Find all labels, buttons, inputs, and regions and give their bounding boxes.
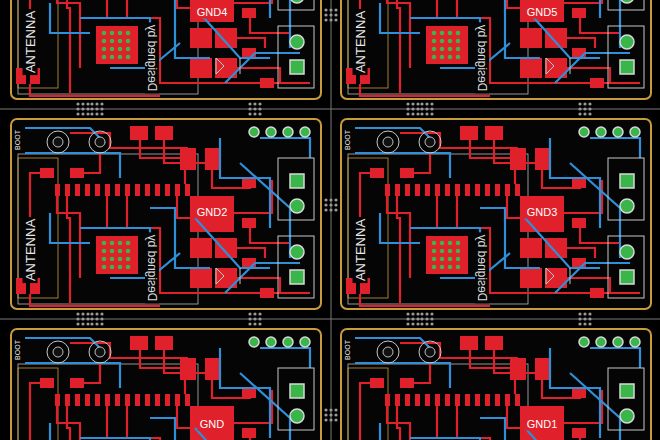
mirrored-silkscreen: Designed by — [145, 23, 159, 94]
antenna-label: ANTENNA — [353, 9, 368, 75]
pad-label: GND2 — [195, 206, 230, 219]
button-label: BOOT — [343, 338, 352, 362]
antenna-label: ANTENNA — [353, 217, 368, 283]
pad-label: GND — [198, 418, 226, 431]
pad-label: GND4 — [195, 6, 230, 19]
antenna-label: ANTENNA — [23, 217, 38, 283]
mirrored-silkscreen: Designed by — [145, 233, 159, 304]
pad-label: GND5 — [525, 6, 560, 19]
pad-label: GND1 — [525, 418, 560, 431]
pad-label: GND3 — [525, 206, 560, 219]
mirrored-silkscreen: Designed by — [475, 233, 489, 304]
button-label: BOOT — [13, 338, 22, 362]
antenna-label: ANTENNA — [23, 9, 38, 75]
button-label: BOOT — [343, 128, 352, 152]
button-label: BOOT — [13, 128, 22, 152]
mirrored-silkscreen: Designed by — [475, 23, 489, 94]
